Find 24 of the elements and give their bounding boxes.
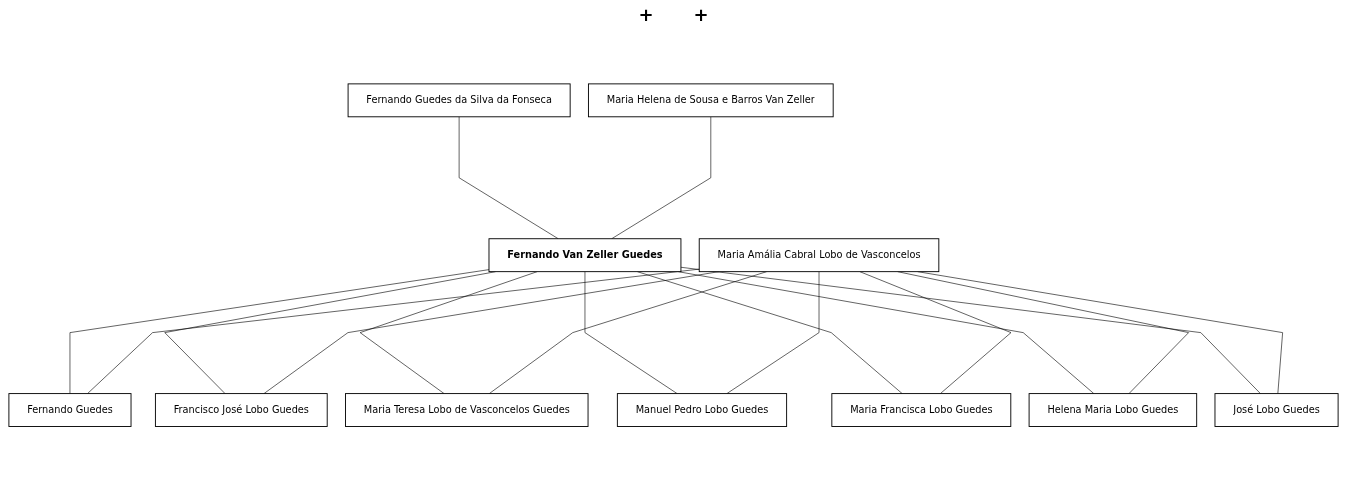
node-box: Francisco José Lobo Guedes [154,392,328,427]
connector [726,271,820,394]
connector [489,271,767,394]
node-box: Fernando Guedes [8,392,132,427]
connector [680,266,1261,394]
node-box: José Lobo Guedes [1214,392,1339,427]
node-box: Helena Maria Lobo Guedes [1028,392,1198,427]
node-box: Maria Teresa Lobo de Vasconcelos Guedes [345,392,589,427]
connector [584,271,678,394]
connector [611,116,712,239]
connector [69,269,490,394]
connector [359,271,538,394]
node-box: Fernando Guedes da Silva da Fonseca [347,83,571,118]
node-box: Maria Francisca Lobo Guedes [831,392,1012,427]
connector [677,271,1095,394]
node-box: Maria Helena de Sousa e Barros Van Zeller [588,83,834,118]
node-box: Fernando Van Zeller Guedes [488,238,682,272]
plus-sign: + [693,4,709,26]
plus-sign: + [638,4,654,26]
node-box: Manuel Pedro Lobo Guedes [616,392,788,427]
connector [859,271,1012,394]
connector [458,116,559,239]
node-box: Maria Amália Cabral Lobo de Vasconcelos [698,238,940,272]
connector [637,271,903,394]
